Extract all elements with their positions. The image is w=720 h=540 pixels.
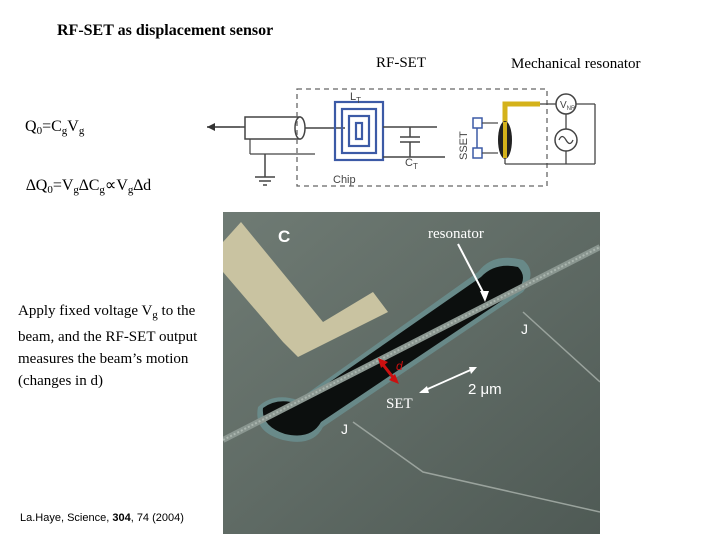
label-j-bottom: J <box>341 421 348 437</box>
set-junction-icon <box>472 117 483 159</box>
description-text: Apply fixed voltage Vg to the beam, and … <box>18 303 198 389</box>
ground-icon <box>255 154 275 186</box>
ac-source-icon <box>554 128 578 152</box>
citation: La.Haye, Science, 304, 74 (2004) <box>20 512 184 524</box>
voltage-source-icon: VNR <box>555 93 577 115</box>
chip-boundary <box>296 88 548 187</box>
mechanical-resonator-label: Mechanical resonator <box>511 56 641 72</box>
displacement-arrow-icon <box>378 358 399 384</box>
inductor-label: LT <box>350 91 361 105</box>
charge-change-equation: ∆Q0=Vg∆Cg∝Vg∆d <box>26 177 152 196</box>
slide-title: RF-SET as displacement sensor <box>57 22 274 39</box>
electrode-c <box>223 222 388 357</box>
capacitor-label: CT <box>405 157 418 171</box>
resonator-pointer-icon <box>457 243 489 302</box>
scale-bar-icon <box>419 367 477 393</box>
rf-set-circuit-diagram: Chip LT CT SSET VNR <box>207 88 596 187</box>
resonator-beam-icon <box>482 101 540 159</box>
resonator-beam <box>223 244 600 443</box>
label-d: d <box>396 359 403 373</box>
coax-cable-icon <box>240 116 345 155</box>
sset-label: SSET <box>458 131 470 160</box>
label-c: C <box>278 227 290 246</box>
set-label: SET <box>386 396 413 412</box>
capacitor-icon <box>383 126 445 158</box>
label-j-top: J <box>521 321 528 337</box>
charge-equation: Q0=CgVg <box>25 118 85 137</box>
input-arrow-icon <box>207 123 240 131</box>
chip-label: Chip <box>333 174 356 186</box>
sem-micrograph: C J J d 2 μm <box>223 212 600 534</box>
svg-text:VNR: VNR <box>560 100 576 112</box>
source-wires <box>504 103 596 165</box>
resonator-label: resonator <box>428 226 484 242</box>
spiral-inductor-icon <box>333 100 385 162</box>
rfset-label: RF-SET <box>376 55 427 71</box>
scale-label: 2 μm <box>468 381 502 398</box>
